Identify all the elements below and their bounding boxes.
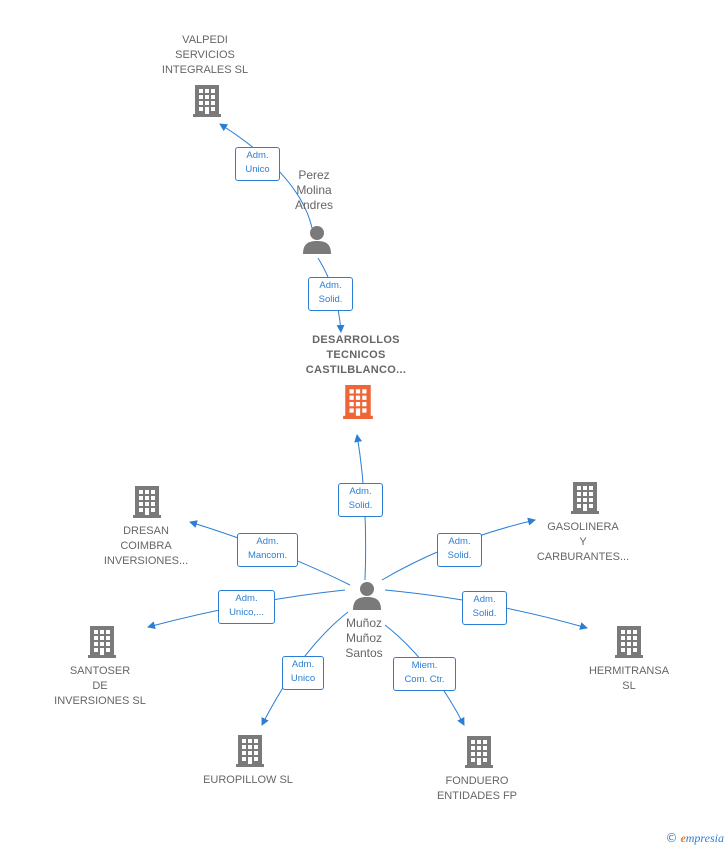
building-icon[interactable] — [571, 482, 599, 514]
person-label-perez[interactable]: Perez Molina Andres — [294, 168, 334, 212]
edge-label-munoz-santoser: Adm. Unico,... — [218, 590, 275, 624]
node-label-santoser[interactable]: SANTOSER DE INVERSIONES SL — [54, 665, 146, 707]
person-label-munoz[interactable]: Muñoz Muñoz Santos — [345, 616, 383, 660]
edge-label-munoz-gasolinera: Adm. Solid. — [437, 533, 482, 567]
node-label-desarrollos[interactable]: DESARROLLOS TECNICOS CASTILBLANCO... — [305, 334, 407, 376]
edge-label-munoz-europillow: Adm. Unico — [282, 656, 324, 690]
node-label-hermitransa[interactable]: HERMITRANSA SL — [588, 665, 670, 692]
node-label-gasolinera[interactable]: GASOLINERA Y CARBURANTES... — [536, 521, 630, 563]
building-icon[interactable] — [465, 736, 493, 768]
building-icon[interactable] — [133, 486, 161, 518]
edge-perez-valpedi — [219, 123, 313, 229]
building-icon[interactable] — [343, 385, 373, 419]
building-icon[interactable] — [615, 626, 643, 658]
person-icon[interactable] — [353, 582, 381, 610]
node-label-dresan[interactable]: DRESAN COIMBRA INVERSIONES... — [103, 525, 189, 567]
building-icon[interactable] — [88, 626, 116, 658]
brand-initial: e — [680, 831, 686, 845]
edge-label-munoz-dresan: Adm. Mancom. — [237, 533, 298, 567]
node-label-europillow[interactable]: EUROPILLOW SL — [203, 774, 293, 786]
node-label-valpedi[interactable]: VALPEDI SERVICIOS INTEGRALES SL — [161, 34, 249, 76]
person-icon[interactable] — [303, 226, 331, 254]
node-label-fonduero[interactable]: FONDUERO ENTIDADES FP — [436, 775, 518, 802]
edge-label-perez-valpedi: Adm. Unico — [235, 147, 280, 181]
building-icon[interactable] — [236, 735, 264, 767]
empresia-brand: ©empresia — [665, 831, 724, 846]
edge-label-perez-desarrollos: Adm. Solid. — [308, 277, 353, 311]
brand-name: mpresia — [685, 831, 724, 845]
copyright-icon: © — [665, 831, 678, 845]
edge-label-munoz-hermitransa: Adm. Solid. — [462, 591, 507, 625]
edge-label-munoz-desarrollos: Adm. Solid. — [338, 483, 383, 517]
edge-label-munoz-fonduero: Miem. Com. Ctr. — [393, 657, 456, 691]
building-icon[interactable] — [193, 85, 221, 117]
